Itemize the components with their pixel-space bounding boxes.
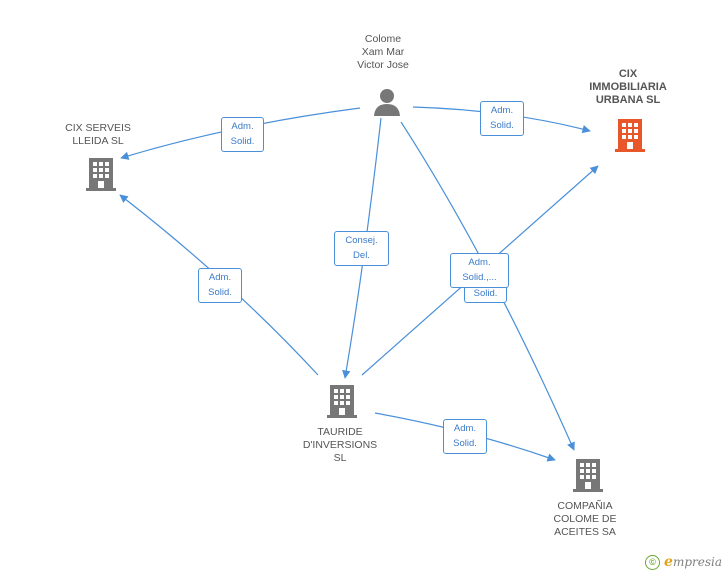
person-icon[interactable] — [372, 87, 402, 122]
empresia-logo[interactable]: empresia — [664, 554, 722, 570]
building-icon[interactable] — [326, 383, 358, 424]
compania-label[interactable]: COMPAÑIA COLOME DE ACEITES SA — [553, 500, 617, 538]
building-icon[interactable] — [85, 156, 117, 197]
edge-label-adm-solid-multi[interactable]: Adm. Solid.,... — [450, 253, 509, 288]
edge-label-solid[interactable]: Solid. — [464, 284, 507, 303]
tauride-label[interactable]: TAURIDE D'INVERSIONS SL — [302, 426, 378, 464]
person-name-label[interactable]: Colome Xam Mar Victor Jose — [357, 33, 409, 71]
edge-label-adm-solid[interactable]: Adm. Solid. — [480, 101, 524, 136]
cix-inmobiliaria-label[interactable]: CIX IMMOBILIARIA URBANA SL — [589, 68, 667, 106]
cix-serveis-label[interactable]: CIX SERVEIS LLEIDA SL — [65, 122, 131, 147]
building-icon[interactable] — [614, 117, 646, 158]
edge-label-consej-del[interactable]: Consej. Del. — [334, 231, 389, 266]
copyright-icon: © — [645, 554, 661, 570]
edge-label-adm-solid[interactable]: Adm. Solid. — [198, 268, 242, 303]
edge-label-adm-solid[interactable]: Adm. Solid. — [443, 419, 487, 454]
edge-label-adm-solid[interactable]: Adm. Solid. — [221, 117, 264, 152]
building-icon[interactable] — [572, 457, 604, 498]
footer-brand: © empresia — [645, 554, 722, 570]
